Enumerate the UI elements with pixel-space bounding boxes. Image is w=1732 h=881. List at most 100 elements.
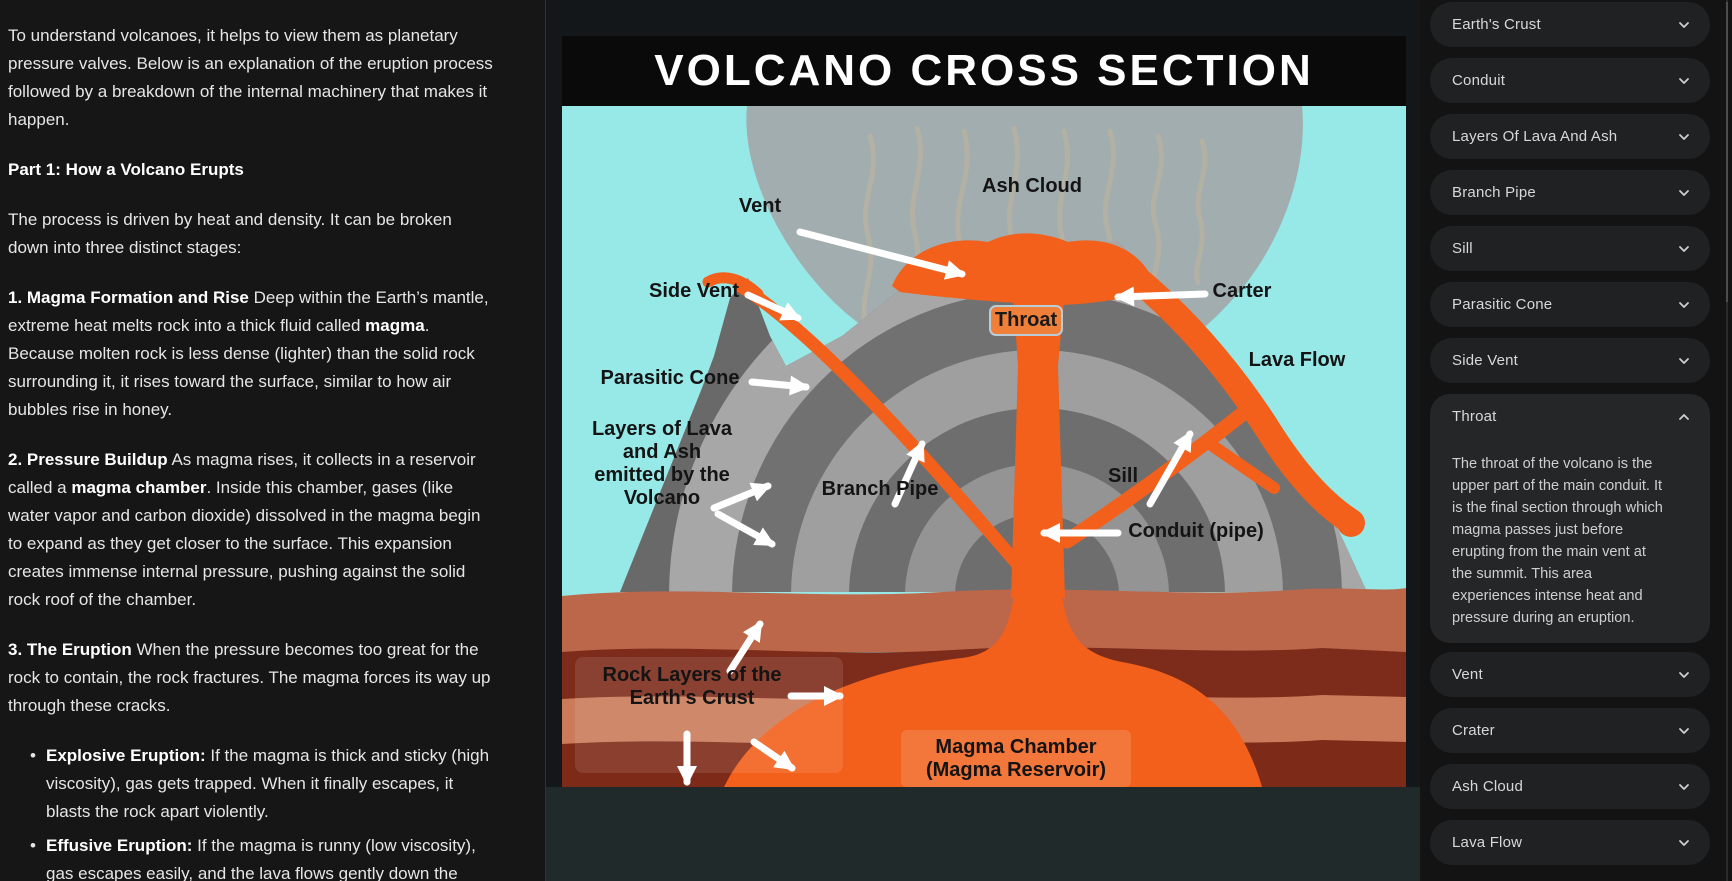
label-rock-layers: Rock Layers of the Earth's Crust (602, 664, 782, 709)
callout-arrows (677, 228, 1209, 786)
chevron-down-icon (1679, 357, 1689, 364)
accordion-item-crater[interactable]: Crater (1430, 708, 1710, 753)
stage-2-term: magma chamber (71, 478, 207, 497)
eruption-type-list: • Explosive Eruption: If the magma is th… (8, 742, 495, 881)
accordion-header[interactable]: Parasitic Cone (1430, 282, 1710, 327)
label-layers-of-lava: Layers of Lava and Ash emitted by the Vo… (591, 418, 733, 509)
effusive-text: If the magma is runny (low viscosity), g… (46, 836, 476, 881)
chevron-down-icon (1679, 839, 1689, 846)
accordion-item-side-vent[interactable]: Side Vent (1430, 338, 1710, 383)
accordion-header[interactable]: Side Vent (1430, 338, 1710, 383)
figure-gutter (546, 787, 1420, 881)
stage-1-lead: 1. Magma Formation and Rise (8, 288, 249, 307)
stage-2-paragraph: 2. Pressure Buildup As magma rises, it c… (8, 446, 495, 614)
accordion-label: Earth's Crust (1452, 16, 1541, 33)
accordion-header[interactable]: Vent (1430, 652, 1710, 697)
accordion-item-sill[interactable]: Sill (1430, 226, 1710, 271)
explosive-text: If the magma is thick and sticky (high v… (46, 746, 490, 821)
accordion-label: Layers Of Lava And Ash (1452, 128, 1618, 145)
chevron-down-icon (1679, 245, 1689, 252)
chevron-down-icon (1679, 301, 1689, 308)
stage-1-text-2: . Because molten rock is less dense (lig… (8, 316, 475, 419)
accordion-item-vent[interactable]: Vent (1430, 652, 1710, 697)
chevron-down-icon (1679, 671, 1689, 678)
label-conduit-pipe: Conduit (pipe) (1128, 520, 1264, 542)
label-side-vent: Side Vent (648, 280, 740, 302)
stage-3-paragraph: 3. The Eruption When the pressure become… (8, 636, 495, 720)
label-carter: Carter (1212, 280, 1272, 302)
bullet-marker: • (30, 836, 36, 855)
part1-heading: Part 1: How a Volcano Erupts (8, 160, 244, 179)
volcano-cross-section-figure: VOLCANO CROSS SECTION Ash Cloud Vent Sid… (562, 36, 1406, 787)
accordion-header[interactable]: Earth's Crust (1430, 2, 1710, 47)
chevron-down-icon (1679, 77, 1689, 84)
accordion-label: Parasitic Cone (1452, 296, 1553, 313)
accordion-item-ash-cloud[interactable]: Ash Cloud (1430, 764, 1710, 809)
accordion-item-lava-flow[interactable]: Lava Flow (1430, 820, 1710, 865)
list-item-effusive: • Effusive Eruption: If the magma is run… (8, 832, 495, 881)
accordion-label: Ash Cloud (1452, 778, 1524, 795)
chevron-down-icon (1679, 21, 1689, 28)
accordion-label: Throat (1452, 408, 1497, 425)
accordion-header[interactable]: Throat (1430, 394, 1710, 439)
accordion-item-branch-pipe[interactable]: Branch Pipe (1430, 170, 1710, 215)
chevron-down-icon (1679, 727, 1689, 734)
accordion-header[interactable]: Sill (1430, 226, 1710, 271)
accordion-header[interactable]: Layers Of Lava And Ash (1430, 114, 1710, 159)
effusive-lead: Effusive Eruption: (46, 836, 193, 855)
rock-layers-highlight[interactable] (575, 657, 843, 773)
accordion-item-throat[interactable]: Throat The throat of the volcano is the … (1430, 394, 1710, 643)
scrollbar-track[interactable] (1726, 0, 1728, 881)
accordion-label: Crater (1452, 722, 1495, 739)
explosive-lead: Explosive Eruption: (46, 746, 206, 765)
chevron-down-icon (1679, 133, 1689, 140)
part1-intro: The process is driven by heat and densit… (8, 210, 452, 257)
magma-chamber-highlight[interactable] (901, 730, 1131, 787)
accordion-label: Vent (1452, 666, 1483, 683)
accordion-body-throat: The throat of the volcano is the upper p… (1452, 456, 1663, 626)
label-sill: Sill (1107, 465, 1138, 487)
label-throat-selected[interactable]: Throat (989, 305, 1063, 336)
volcano-illustration (562, 106, 1406, 787)
accordion-item-parasitic-cone[interactable]: Parasitic Cone (1430, 282, 1710, 327)
scrollbar-thumb[interactable] (1726, 2, 1728, 302)
chevron-down-icon (1679, 783, 1689, 790)
figure-title: VOLCANO CROSS SECTION (562, 36, 1406, 106)
accordion-label: Lava Flow (1452, 834, 1523, 851)
accordion-header[interactable]: Conduit (1430, 58, 1710, 103)
chevron-up-icon (1679, 413, 1689, 420)
accordion-header[interactable]: Branch Pipe (1430, 170, 1710, 215)
stage-3-text: When the pressure becomes too great for … (8, 640, 491, 715)
label-branch-pipe: Branch Pipe (821, 478, 939, 500)
stage-1-text: Deep within the Earth’s mantle, extreme … (8, 288, 489, 335)
intro-paragraph: To understand volcanoes, it helps to vie… (8, 26, 493, 129)
panel-divider (545, 0, 546, 881)
accordion-header[interactable]: Crater (1430, 708, 1710, 753)
accordion-item-layers-of-lava-and-ash[interactable]: Layers Of Lava And Ash (1430, 114, 1710, 159)
stage-1-paragraph: 1. Magma Formation and Rise Deep within … (8, 284, 495, 424)
bullet-marker: • (30, 746, 36, 765)
label-ash-cloud: Ash Cloud (982, 175, 1082, 197)
accordion-item-conduit[interactable]: Conduit (1430, 58, 1710, 103)
list-item-explosive: • Explosive Eruption: If the magma is th… (8, 742, 495, 826)
stage-3-lead: 3. The Eruption (8, 640, 132, 659)
accordion-label: Sill (1452, 240, 1473, 257)
accordion-label: Branch Pipe (1452, 184, 1536, 201)
accordion-panel: Earth's Crust Conduit Layers Of Lava And… (1420, 0, 1732, 881)
label-vent: Vent (738, 195, 782, 217)
label-parasitic-cone: Parasitic Cone (600, 367, 740, 389)
stage-2-text-2: . Inside this chamber, gases (like water… (8, 478, 481, 609)
left-panel: To understand volcanoes, it helps to vie… (0, 0, 545, 881)
accordion-header[interactable]: Ash Cloud (1430, 764, 1710, 809)
accordion-item-earths-crust[interactable]: Earth's Crust (1430, 2, 1710, 47)
stage-2-lead: 2. Pressure Buildup (8, 450, 168, 469)
label-magma-chamber: Magma Chamber (Magma Reservoir) (925, 736, 1107, 781)
accordion-label: Conduit (1452, 72, 1506, 89)
accordion-header[interactable]: Lava Flow (1430, 820, 1710, 865)
stage-2-text: As magma rises, it collects in a reservo… (8, 450, 476, 497)
accordion-label: Side Vent (1452, 352, 1519, 369)
label-lava-flow: Lava Flow (1248, 349, 1346, 371)
diagram-panel: VOLCANO CROSS SECTION Ash Cloud Vent Sid… (546, 0, 1420, 881)
magma-system (702, 233, 1365, 787)
